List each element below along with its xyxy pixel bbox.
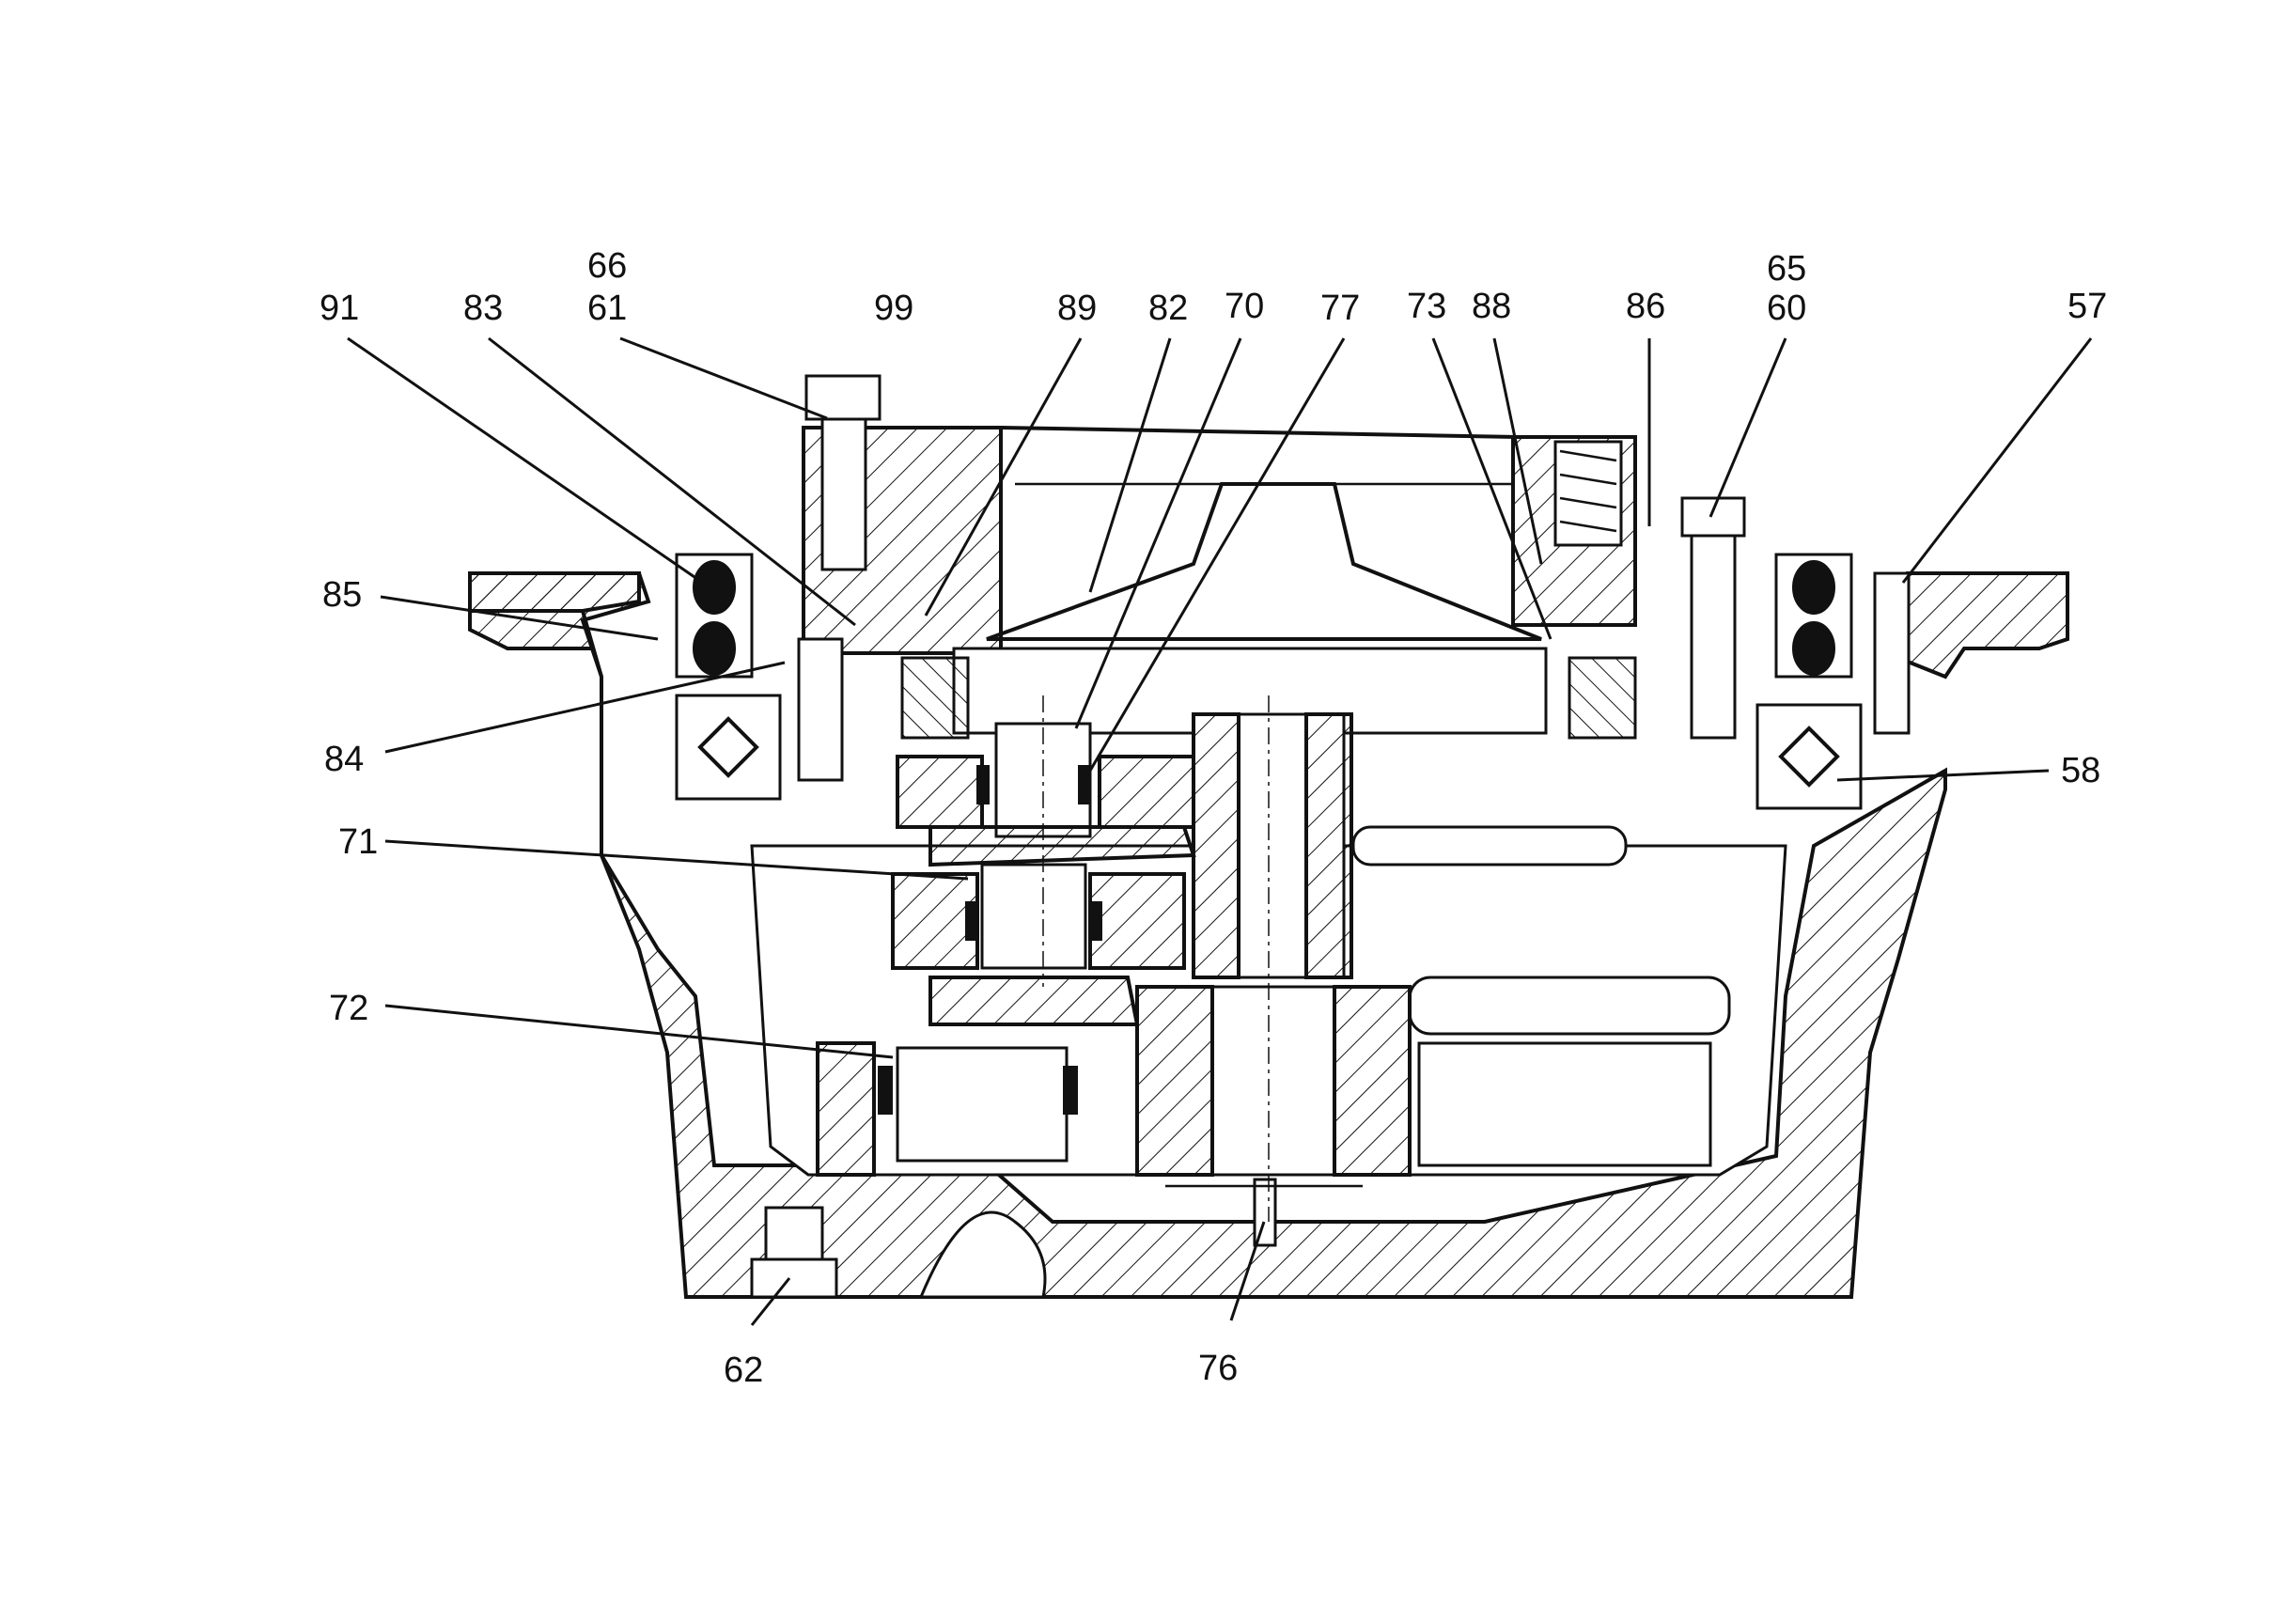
callout-88: 88 — [1472, 287, 1511, 326]
leader-85 — [380, 595, 659, 641]
callout-99: 99 — [874, 289, 913, 328]
planet-stage-3 — [816, 976, 1731, 1247]
leader-84 — [384, 661, 786, 754]
ring-disc-2-right — [1408, 976, 1731, 1036]
planet-pin-71 — [980, 863, 1087, 970]
sun-shaft-hatch-right — [1304, 712, 1353, 979]
planet-gear-right-1 — [1098, 755, 1195, 829]
leader-88 — [1492, 337, 1543, 565]
central-funnel — [986, 482, 1542, 641]
callout-71: 71 — [338, 822, 378, 862]
ring-disc-1-right — [1351, 825, 1628, 867]
leader-61 — [619, 336, 828, 420]
leader-73 — [1431, 337, 1552, 640]
callout-62: 62 — [724, 1351, 763, 1390]
leader-70 — [1074, 337, 1242, 729]
left-seal-assembly — [675, 553, 844, 801]
leader-77 — [1088, 337, 1346, 772]
bolt-61-shank — [820, 417, 867, 571]
seal-91-upper — [693, 560, 736, 615]
needle-72-left — [878, 1066, 893, 1115]
planet-gear-left-3 — [816, 1041, 876, 1177]
leader-91 — [347, 336, 710, 589]
planet-gear-right-2 — [1088, 872, 1186, 970]
callout-89: 89 — [1057, 289, 1097, 328]
callout-77: 77 — [1320, 289, 1360, 328]
bolt-84 — [797, 637, 844, 782]
leader-71 — [384, 839, 969, 881]
planet-stage-2 — [891, 825, 1628, 970]
sun-shaft-hatch-left — [1192, 712, 1240, 979]
output-sun-hatch-right — [1333, 985, 1412, 1177]
leader-58 — [1836, 769, 2050, 782]
callout-labels: 66 61 65 60 91 83 99 89 82 70 77 73 88 8… — [320, 246, 2107, 1390]
seal-right-upper — [1792, 560, 1835, 615]
carrier-lower-right — [1417, 1041, 1712, 1167]
callout-66: 66 — [587, 246, 627, 286]
callout-60: 60 — [1767, 289, 1806, 328]
callout-57: 57 — [2067, 287, 2107, 326]
ring-disc-2 — [928, 976, 1140, 1026]
housing-body — [468, 571, 1947, 1299]
leader-62 — [750, 1277, 791, 1326]
callout-82: 82 — [1148, 289, 1188, 328]
ring-disc-1 — [928, 825, 1196, 867]
needle-72-right — [1063, 1066, 1078, 1115]
planet-gear-left-1 — [896, 755, 984, 829]
right-seal-assembly — [1680, 496, 1911, 810]
leader-76 — [1229, 1221, 1266, 1321]
needle-71-left — [965, 901, 978, 941]
bolt-62 — [750, 1206, 838, 1299]
planet-pin-72 — [896, 1046, 1069, 1163]
bolt-61-head — [804, 374, 882, 421]
leader-57 — [1901, 337, 2093, 584]
right-main-bearing — [1755, 703, 1863, 810]
planet-gear-left-2 — [891, 872, 979, 970]
left-main-bearing — [675, 694, 782, 801]
leader-60 — [1708, 337, 1787, 518]
output-sun-hatch-left — [1135, 985, 1214, 1177]
leader-lines — [347, 336, 2093, 1326]
leader-83 — [488, 336, 856, 627]
callout-72: 72 — [329, 989, 368, 1028]
seal-91-lower — [693, 621, 736, 676]
callout-61: 61 — [587, 289, 627, 328]
leader-82 — [1088, 337, 1172, 593]
drain-plug-76 — [1253, 1178, 1277, 1247]
bolt-62-head — [750, 1257, 838, 1299]
seal-right-lower — [1792, 621, 1835, 676]
callout-73: 73 — [1407, 287, 1446, 326]
leader-89 — [924, 337, 1083, 617]
plug-57 — [1873, 571, 1911, 735]
bolt-60 — [1690, 501, 1737, 740]
callout-83: 83 — [463, 289, 503, 328]
callout-58: 58 — [2061, 751, 2100, 790]
needle-71-right — [1089, 901, 1102, 941]
callout-91: 91 — [320, 289, 359, 328]
needle-77 — [976, 765, 990, 804]
callout-76: 76 — [1198, 1349, 1238, 1388]
callout-86: 86 — [1626, 287, 1665, 326]
callout-65: 65 — [1767, 249, 1806, 289]
needle-77b — [1078, 765, 1091, 804]
bolt-62-shank — [764, 1206, 824, 1261]
callout-85: 85 — [322, 575, 362, 615]
right-flange — [1896, 571, 2069, 679]
callout-84: 84 — [324, 740, 364, 779]
disc-pack-left — [900, 656, 970, 740]
disc-pack-right — [1568, 656, 1637, 740]
bottom-arch — [918, 1210, 1047, 1299]
leader-72 — [384, 1004, 894, 1059]
bolt-60-head — [1680, 496, 1746, 538]
callout-70: 70 — [1225, 287, 1264, 326]
